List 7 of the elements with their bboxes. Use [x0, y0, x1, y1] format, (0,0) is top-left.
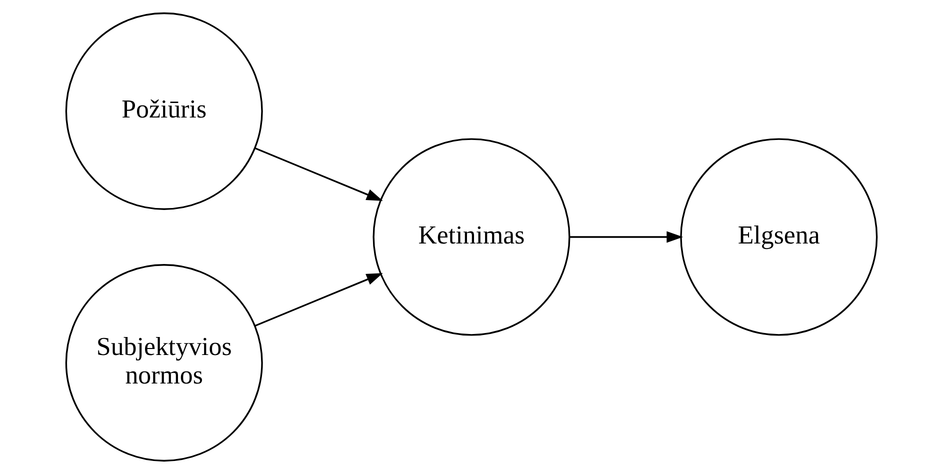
node-circle: Ketinimas	[372, 138, 570, 336]
node-circle: Požiūris	[65, 12, 263, 210]
arrow	[570, 231, 684, 243]
node-circle: Elgsena	[680, 138, 878, 336]
node-circle: Subjektyvios normos	[65, 264, 263, 462]
arrow	[254, 273, 383, 327]
arrow	[254, 147, 383, 201]
